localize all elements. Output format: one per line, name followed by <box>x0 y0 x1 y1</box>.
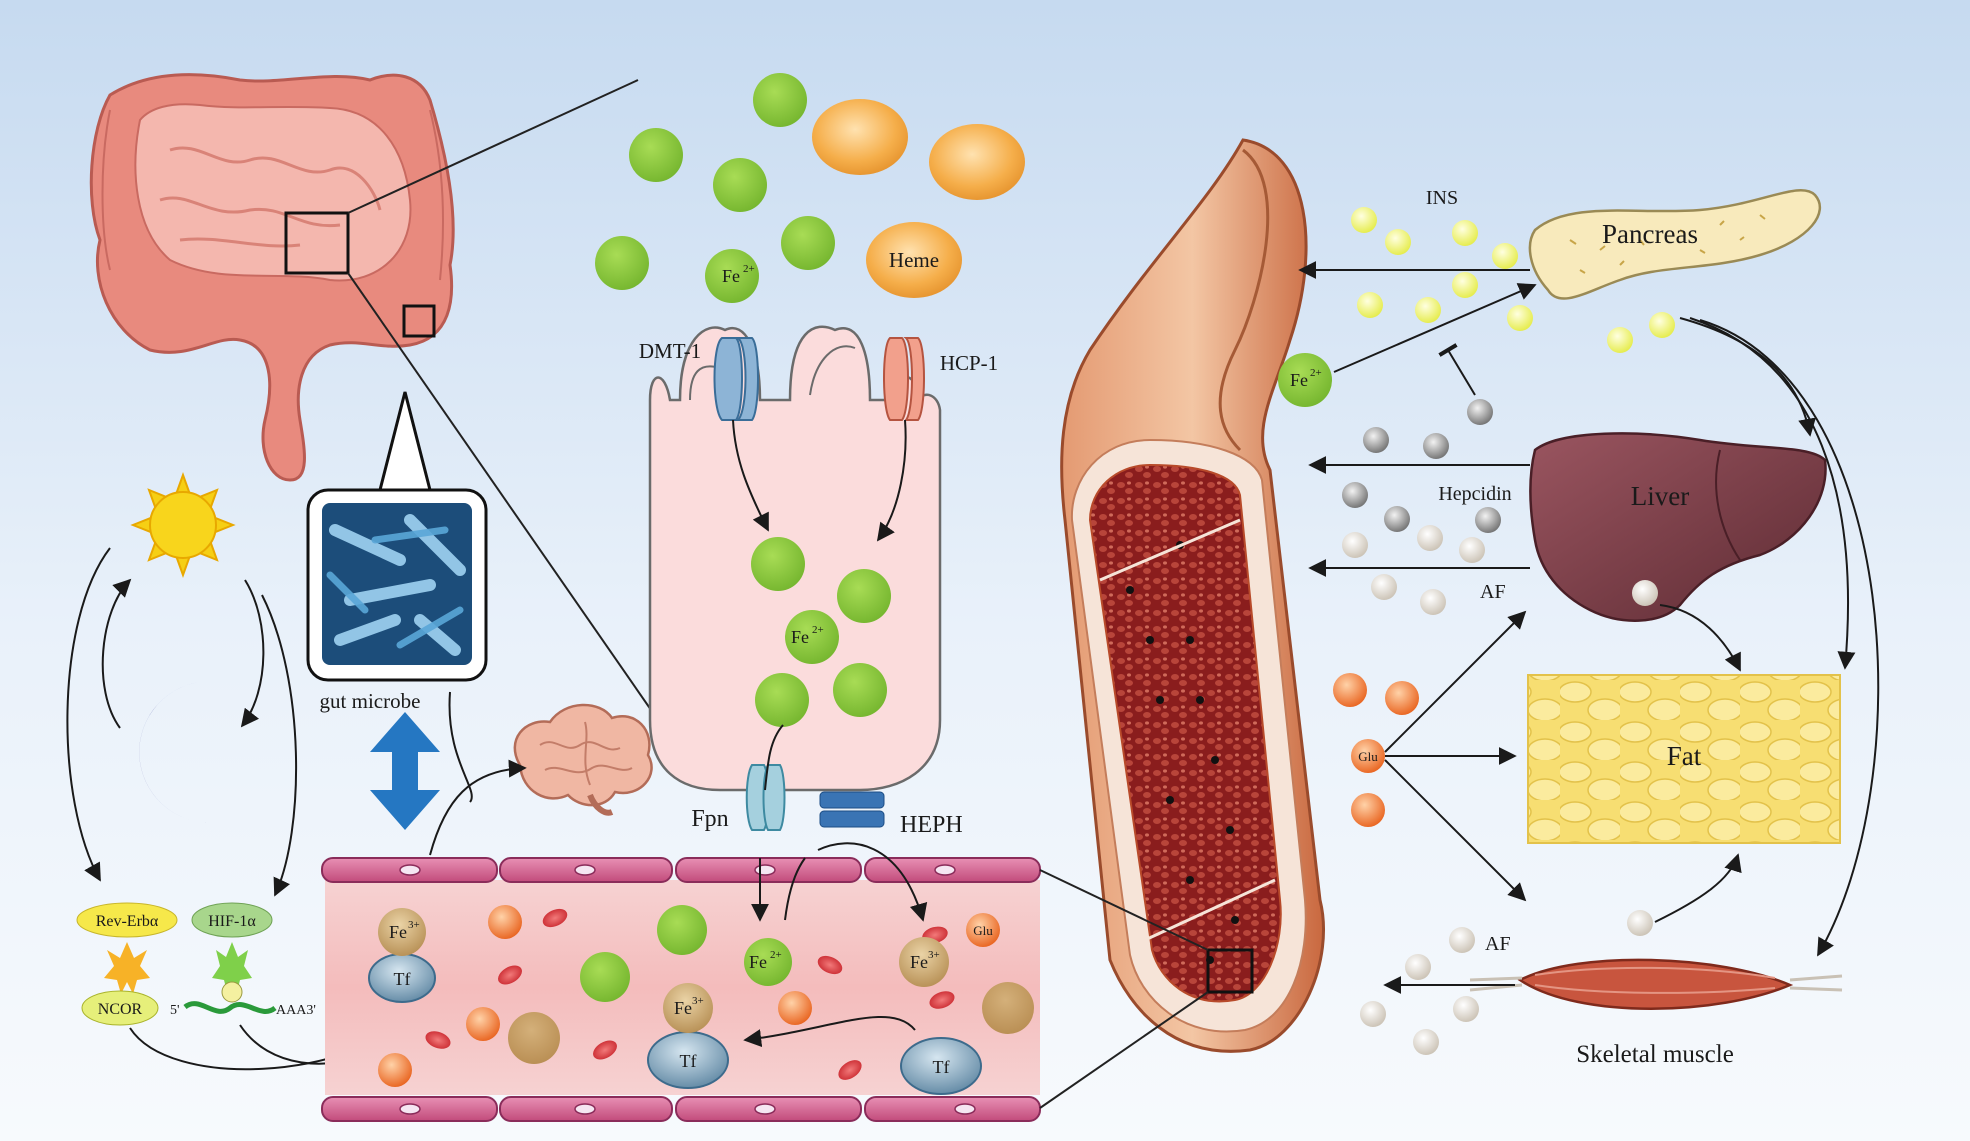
fat-tissue-icon: Fat <box>1527 674 1841 844</box>
arrow-vessel-brain <box>429 759 527 856</box>
svg-text:Fpn: Fpn <box>691 806 728 832</box>
dmt1-transporter-icon: DMT-1 <box>639 337 759 421</box>
arrow-sun-hif <box>261 594 298 897</box>
liver-icon: Liver <box>1529 432 1827 622</box>
svg-text:3+: 3+ <box>692 995 704 1007</box>
arrow-fe2-oxidation <box>784 857 806 921</box>
bone-icon <box>1060 138 1325 1053</box>
dietary-iron-group: Fe 2+ Heme <box>595 73 1025 303</box>
skeletal-muscle-icon: Skeletal muscle <box>1469 958 1843 1068</box>
svg-text:Tf: Tf <box>680 1051 697 1071</box>
svg-text:Glu: Glu <box>973 923 993 938</box>
svg-text:Fe: Fe <box>791 627 809 647</box>
insulin-group <box>1351 207 1675 353</box>
zoom-line-bone-bottom <box>1039 991 1209 1109</box>
svg-text:3+: 3+ <box>928 949 940 961</box>
inhibit-hepcidin-pancreas <box>1438 343 1476 396</box>
arrow-microbe-vessel <box>448 691 473 803</box>
svg-text:DMT-1: DMT-1 <box>639 339 701 363</box>
arrow-cell-fpn <box>764 724 784 791</box>
zoom-line-bone-top <box>1039 869 1209 951</box>
transferrin-b: Tf Fe 3+ <box>647 983 729 1089</box>
hif-group: HIF-1α 5' AAA3' <box>170 902 316 1018</box>
zoom-line-bottom <box>347 272 659 721</box>
svg-text:Hepcidin: Hepcidin <box>1438 483 1511 505</box>
arrow-heph-fe3 <box>817 842 928 922</box>
arrow-sun-moon <box>240 579 265 728</box>
arrow-dmt1-cell <box>732 419 769 532</box>
fe2-right-group: Fe 2+ <box>1278 353 1332 407</box>
arrow-fe3-tf <box>743 1016 916 1048</box>
svg-text:HEPH: HEPH <box>900 812 963 838</box>
arrow-glu-muscle <box>1384 759 1527 902</box>
svg-text:AF: AF <box>1480 581 1506 603</box>
ins-label: INS <box>1426 187 1458 209</box>
svg-text:Skeletal muscle: Skeletal muscle <box>1576 1041 1734 1068</box>
arrow-pancreas-fat <box>1689 317 1856 670</box>
glucose-group: Glu <box>1333 673 1419 827</box>
zoom-line-top <box>347 79 639 214</box>
transferrin-a: Tf Fe 3+ <box>368 908 436 1003</box>
arrow-fe-pancreas <box>1333 283 1537 373</box>
svg-text:Glu: Glu <box>1358 749 1378 764</box>
svg-text:Fe: Fe <box>674 998 692 1018</box>
svg-text:Fe: Fe <box>749 952 767 972</box>
af-bottom-group: AF <box>1360 910 1653 1055</box>
svg-text:3+: 3+ <box>408 919 420 931</box>
arrow-hcp1-cell <box>876 419 907 542</box>
pancreas-icon: Pancreas <box>1528 189 1821 300</box>
intestine-icon <box>89 73 455 482</box>
ferroportin-icon: Fpn <box>691 764 786 832</box>
svg-text:2+: 2+ <box>1310 367 1322 379</box>
svg-text:AF: AF <box>1485 933 1511 955</box>
double-arrow-icon <box>370 712 440 830</box>
svg-text:Pancreas: Pancreas <box>1602 219 1698 249</box>
arrow-af-fat <box>1659 604 1741 672</box>
svg-text:2+: 2+ <box>812 624 824 636</box>
brain-icon <box>513 703 653 816</box>
svg-text:Fe: Fe <box>389 922 407 942</box>
transferrin-c: Tf Fe 3+ <box>899 937 982 1095</box>
svg-text:Tf: Tf <box>933 1057 950 1077</box>
arrow-pancreas-liver <box>1679 317 1816 437</box>
sun-icon <box>130 472 236 578</box>
af-top-group: AF <box>1342 525 1658 615</box>
hcp1-transporter-icon: HCP-1 <box>883 337 998 421</box>
svg-text:5': 5' <box>170 1003 180 1018</box>
cytoplasm-iron-group: Fe 2+ <box>751 537 891 727</box>
svg-text:Liver: Liver <box>1631 481 1689 511</box>
gut-microbe-label: gut microbe <box>320 689 421 713</box>
svg-text:HIF-1α: HIF-1α <box>208 913 256 930</box>
svg-text:Heme: Heme <box>889 248 939 272</box>
svg-text:NCOR: NCOR <box>98 1001 143 1018</box>
svg-text:Fe: Fe <box>722 266 740 286</box>
svg-text:AAA3': AAA3' <box>276 1003 316 1018</box>
arrow-sun-reverb <box>66 547 111 882</box>
arrow-moon-sun <box>101 578 132 729</box>
svg-text:2+: 2+ <box>743 263 755 275</box>
gut-microbe-callout: gut microbe <box>306 391 488 713</box>
svg-text:2+: 2+ <box>770 949 782 961</box>
svg-text:Fe: Fe <box>910 952 928 972</box>
svg-text:HCP-1: HCP-1 <box>940 351 998 375</box>
svg-text:Fe: Fe <box>1290 370 1308 390</box>
hepcidin-group: Hepcidin <box>1342 399 1512 533</box>
svg-text:Rev-Erbα: Rev-Erbα <box>96 913 159 930</box>
arrow-glu-liver <box>1384 610 1527 753</box>
hephaestin-icon: HEPH <box>819 791 963 838</box>
svg-text:Fat: Fat <box>1667 741 1702 771</box>
rev-erb-group: Rev-Erbα NCOR <box>76 902 178 1026</box>
arrow-pancreas-muscle <box>1699 319 1880 957</box>
svg-text:Tf: Tf <box>394 969 411 989</box>
arrow-af-bottom-fat <box>1654 853 1742 923</box>
vessel-particles: Glu Fe 2+ <box>378 905 1034 1087</box>
